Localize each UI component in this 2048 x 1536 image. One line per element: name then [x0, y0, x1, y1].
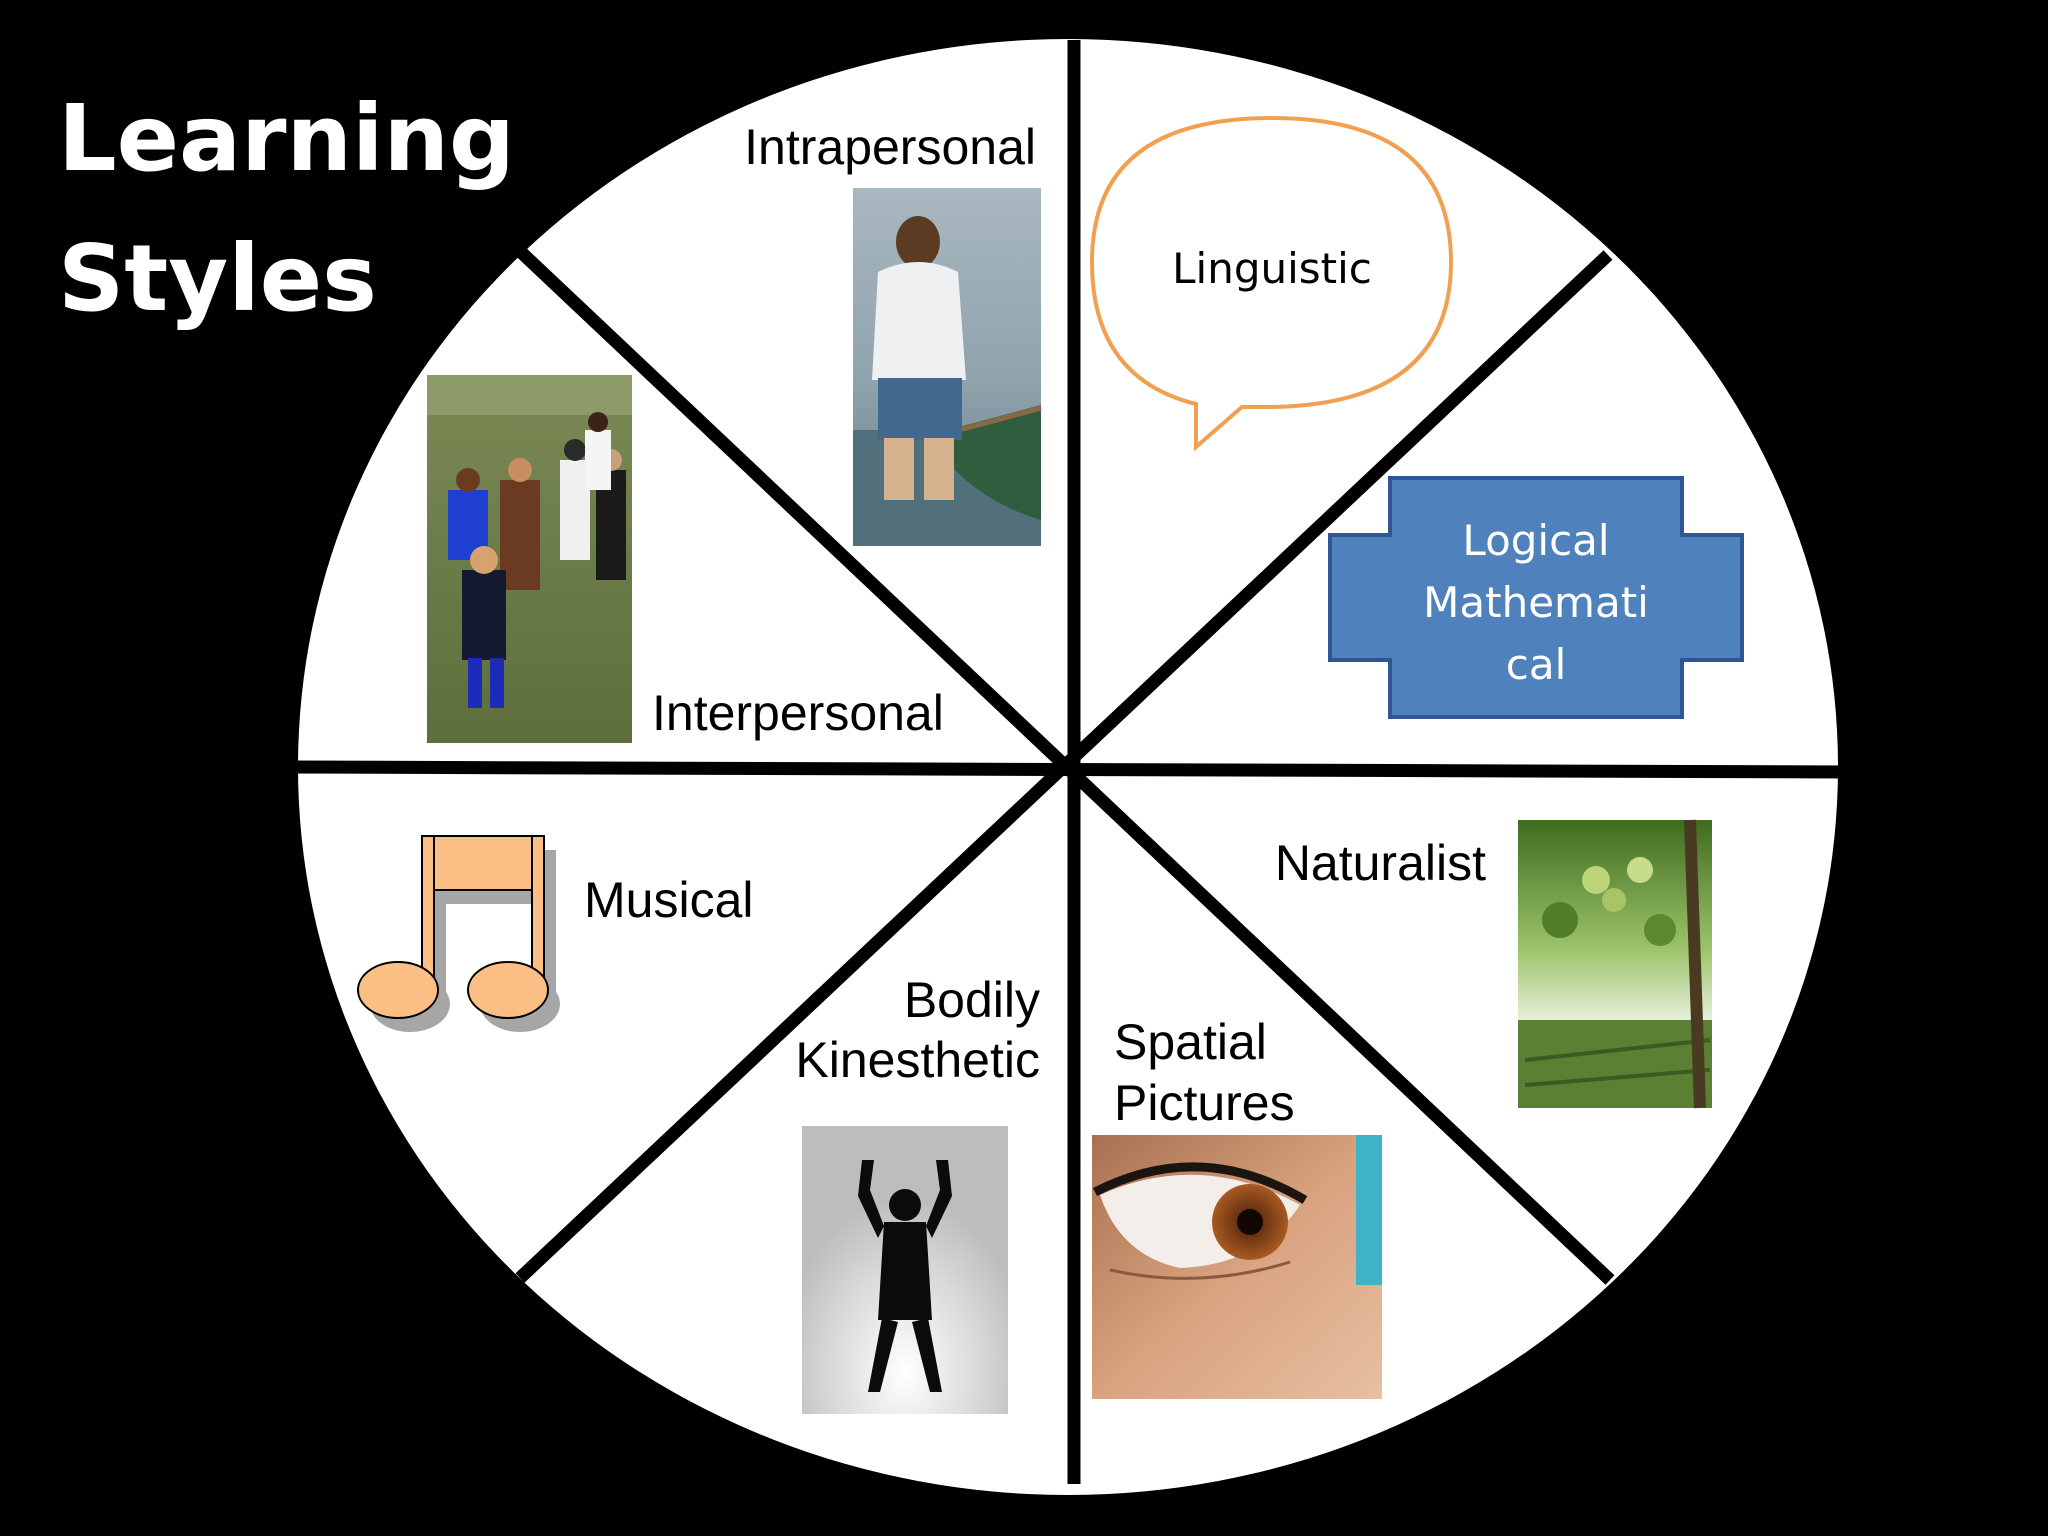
segment-spatial: Spatial Pictures — [1092, 1014, 1382, 1399]
interpersonal-image — [427, 375, 632, 743]
logical-label-line1: Logical — [1462, 516, 1609, 565]
naturalist-label: Naturalist — [1275, 835, 1486, 891]
musical-label: Musical — [584, 872, 753, 928]
segment-linguistic: Linguistic — [1089, 115, 1454, 452]
divider-diagonal-up — [515, 250, 1613, 1283]
bodily-label-line2: Kinesthetic — [795, 1032, 1040, 1088]
intrapersonal-label: Intrapersonal — [744, 119, 1036, 175]
bodily-image — [802, 1126, 1008, 1414]
slide-title-line1: Learning — [58, 85, 515, 192]
segment-logical-mathematical: Logical Mathemati cal — [1328, 476, 1744, 719]
segment-interpersonal: Interpersonal — [427, 375, 944, 743]
music-notes-icon — [357, 835, 560, 1032]
naturalist-image — [1518, 819, 1712, 1109]
segment-bodily-kinesthetic: Bodily Kinesthetic — [795, 972, 1040, 1414]
bodily-label-line1: Bodily — [904, 972, 1040, 1028]
learning-styles-wheel — [289, 39, 1851, 1495]
spatial-image — [1092, 1135, 1382, 1399]
logical-label-line2: Mathemati — [1423, 578, 1649, 627]
slide-title-line2: Styles — [58, 225, 377, 332]
speech-bubble-icon — [1089, 115, 1454, 452]
segment-naturalist: Naturalist — [1275, 819, 1712, 1109]
segment-musical: Musical — [357, 835, 753, 1032]
logical-label-line3: cal — [1506, 640, 1567, 689]
intrapersonal-image — [853, 188, 1042, 546]
interpersonal-label: Interpersonal — [652, 685, 944, 741]
logical-plus-box — [1328, 476, 1744, 719]
linguistic-label: Linguistic — [1172, 244, 1372, 293]
spatial-label-line1: Spatial — [1114, 1014, 1267, 1070]
segment-intrapersonal: Intrapersonal — [744, 119, 1042, 546]
spatial-label-line2: Pictures — [1114, 1075, 1295, 1131]
